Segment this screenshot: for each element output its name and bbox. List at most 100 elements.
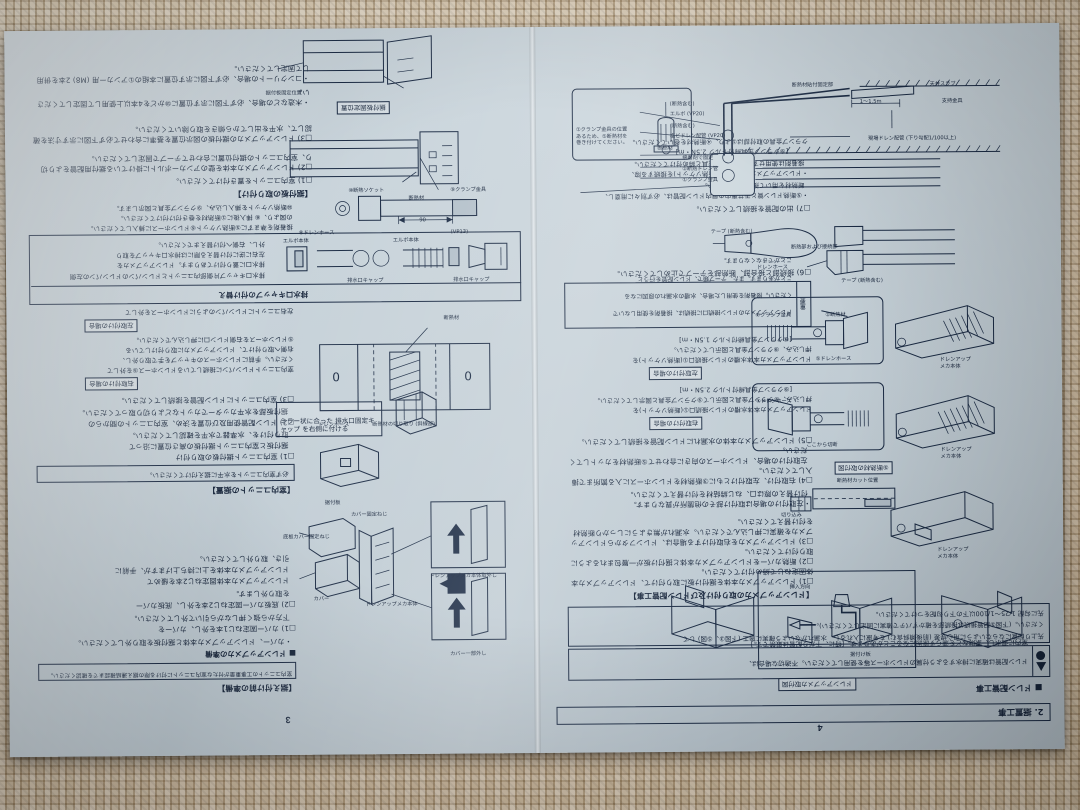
label-tape-1: テープ (断熱含む) xyxy=(841,277,883,285)
prep-bullet: ・カバー、ドレンアップメカ本体と据付板を取り外してください。 xyxy=(73,636,293,648)
case-right-label: 右取付けの場合 xyxy=(649,416,703,431)
svg-text:0: 0 xyxy=(332,370,340,384)
insul-cut-area-label: 断熱材の切り取り (斜線部) xyxy=(372,421,436,428)
cover-screw-label: カバー固定ねじ xyxy=(350,511,388,518)
case-left-label: 左取付けの場合 xyxy=(649,366,702,381)
detail-title: 断熱材 xyxy=(657,145,673,152)
dren-item-3: □3) ドレンアップメカを右取付けする場合は、ドレンフタからドレンアップメカを確… xyxy=(570,516,814,548)
assembly-side-figure xyxy=(917,571,1028,664)
drain-cap-label-2: 排水口キャップ xyxy=(347,277,384,284)
unit-item-1: □1) 室内ユニット据付板の取り付け xyxy=(175,451,295,462)
warning-dot-icon xyxy=(1036,650,1046,661)
label-connect: 接着剤で固定 xyxy=(682,155,714,162)
printed-content: 4 2. 据置工事 ■ ドレン配管工事 ドレン配管は確実に排水するよう付属のドレ… xyxy=(4,23,1065,757)
prep-item-2e: 引き、取り外してください。 xyxy=(195,553,290,564)
label-insulated-joint: 断熱部および接続部 xyxy=(790,244,838,251)
mount-item-1: □1) 室内ユニットを置き付けてください。 xyxy=(171,175,313,186)
label-insul-dren: ②断熱ドレン管 xyxy=(682,166,719,173)
subsection-heading: ■ ドレン配管工事 xyxy=(975,683,1043,693)
label-ceiling: 天井スラブ xyxy=(929,81,956,88)
indoor-unit-illustration-1 xyxy=(888,385,1001,454)
drain-cap-line-4: 外し、右側へ付け替えまでください。 xyxy=(154,240,265,249)
prep-item-2c: ドレンアップメカ本体固定ねじ2本を緩めて xyxy=(146,575,290,587)
warning-icons xyxy=(1032,645,1050,677)
piping-section-diagram xyxy=(569,67,1000,200)
mount-item-3: □3) ドレンアップメカの据付板の図示位置を基準に合わせて必ず下図に示す寸法を確… xyxy=(32,123,313,145)
prep-item-1: □1) カバー固定ねじ1本を外し、カバーを xyxy=(157,623,296,634)
assembly-side-figure-2 xyxy=(657,573,764,666)
cover-remove-label: カバー一部外し xyxy=(450,650,487,658)
unit-item-1c: 取り付けを、水準器で水平を確認してください。 xyxy=(128,429,289,441)
clamp-note-2: の図より、⑥ 挿入後に①断熱材を巻き付け付けてください。 xyxy=(117,212,293,223)
mount-bullet-2: ・コンクリートの場合、必ず下図に示す位置に本組の①アンカー用 (M8) 2本を併… xyxy=(36,63,310,85)
prep-heading: 【据え付け前の準備】 xyxy=(217,682,297,693)
prep-item-2: □2) 底板カバー固定ねじ2本を外し、底板カバー xyxy=(135,599,296,611)
page-number-4: 4 xyxy=(817,722,823,733)
dim-90: 90 xyxy=(419,217,426,224)
mount-plate-insul: 断熱材 xyxy=(408,195,425,202)
mount-plate-top-label: 据付板固定位置 xyxy=(265,90,303,97)
label-insul-fix: 断熱材貼付固定部 xyxy=(791,82,834,89)
drain-cap-line-1: 排水口キャップ片側部内ユニットとドレンパンのドレンパンの左側 xyxy=(69,271,266,281)
cut-label: ここから切断 xyxy=(806,442,838,449)
mount-plate-top-figure xyxy=(273,32,443,91)
mount-plate-figure xyxy=(282,118,463,195)
mount-plate-label: 据付板 xyxy=(324,500,341,507)
clamp-label-r: ①クランプ金具 xyxy=(755,312,792,319)
assembly-label-insert: 挿入方向 xyxy=(789,584,811,591)
cover-exploded-diagram xyxy=(296,483,512,655)
drain-cap-heading: 排水口キャップの付け替え xyxy=(218,289,309,300)
mount-fix-title: 据付板固定位置 xyxy=(336,101,390,115)
insulation-cut-figure xyxy=(785,478,899,517)
p3-case-left-1: 左右ユニットにドレンパンのようにドレンホースを外して xyxy=(124,306,294,317)
manual-sheet: 4 2. 据置工事 ■ ドレン配管工事 ドレン配管は確実に排水するよう付属のドレ… xyxy=(4,22,1065,758)
drain-cap-label-1: 排水口キャップ xyxy=(453,276,490,284)
hose-dimension-figure xyxy=(310,181,510,231)
hose5-label-r: ⑤ドレンホース xyxy=(815,356,852,363)
panel-title-a: ドレンアップメカ取付図 xyxy=(777,677,857,692)
prep-item-1b: 下方から強く押しながら引いて外してください。 xyxy=(130,612,290,624)
page-number-3: 3 xyxy=(285,714,291,725)
clamp-note-3: ⑩断熱ソケットを挿入し込み、⑨クランプ金具と図示します。 xyxy=(112,202,293,213)
hose-end-diagram xyxy=(711,221,821,266)
item-7: □7) 出の配管を接続してください。 xyxy=(692,203,811,214)
section-heading: 2. 据置工事 xyxy=(556,702,1051,725)
drain-cap-line-3: 左右に逆に付け替える際には排水口キャップを取り xyxy=(115,250,265,260)
prep-sub-heading: ■ ドレンアップメカの準備 xyxy=(205,648,297,659)
hose4-label: ④ドレンホース xyxy=(756,398,792,405)
detail-note: ①クランプ金具の位置 あるため、⑤断熱材を 巻き付けてください。 xyxy=(575,126,628,147)
drain-cap-line-2: 排水口に蓋り付けてあります。ドレンアップメカを xyxy=(116,260,266,270)
warning-triangle-icon xyxy=(1036,661,1047,672)
label-tape-2: テープ (断熱含む) xyxy=(710,228,753,236)
hose8-label: ⑧ドレンホース xyxy=(298,230,335,237)
svg-text:0: 0 xyxy=(464,368,472,382)
unit-label-3: ドレンアップ メカ本体 xyxy=(937,546,969,560)
assembly-figure xyxy=(763,576,912,665)
detail-callout-figure xyxy=(636,94,688,156)
unit-item-2b: 据付板部を水平カッターでカットなどより切り取ってください。 xyxy=(77,406,289,418)
dren-remove-label: ドレンアップメカ本体取外し xyxy=(429,572,497,580)
insul-label-r: ②断熱材 xyxy=(825,312,846,319)
mount-heading: 【据付板の取り付け】 xyxy=(233,188,313,199)
dren-bullet-2: 付け替えの際は口、ねじ締結材を付け替えてください。 xyxy=(626,488,808,500)
cover-piece-figure xyxy=(306,440,386,493)
mount-item-2: □2) ドレンアップメカ本体を壁のアンカーボルトに掛けている据付用配管をより切り… xyxy=(40,152,313,174)
page-4: 4 2. 据置工事 ■ ドレン配管工事 ドレン配管は確実に排水するよう付属のドレ… xyxy=(532,23,1065,753)
indoor-unit-illustration-3 xyxy=(881,481,1002,554)
unit-label-2: ドレンアップ メカ本体 xyxy=(939,356,971,370)
panel-title-b: ⑤断熱材の取付図 xyxy=(834,461,893,475)
dren-item-4: □4) 右取付け、左取付けともに③断熱材をドレンホースに入る箇所まで挿入してくだ… xyxy=(571,465,813,487)
hose-label-p3: ドレンホース xyxy=(318,421,350,429)
p3-case-left-label: 左取付けの場合 xyxy=(84,319,138,333)
elbow-label-1: エルボ本体 xyxy=(392,237,419,244)
indoor-unit-illustration-2 xyxy=(887,295,1000,364)
hose-tape-diagram xyxy=(805,220,955,281)
label-clamp: ①クランプ金具 xyxy=(682,177,719,184)
unit-label-1: ドレンアップ メカ本体 xyxy=(940,446,972,460)
insul-label-p3: 断熱材 xyxy=(443,315,460,322)
mount-figure-left xyxy=(758,388,878,445)
label-slope: 1～1.5m xyxy=(859,98,882,105)
assembly-label-mount: 据付け板 xyxy=(850,651,871,659)
clamp-note-1: 接着剤を準まずに⑤断熱ソケット⑥ドレンホースに挿入してください。 xyxy=(87,222,293,233)
